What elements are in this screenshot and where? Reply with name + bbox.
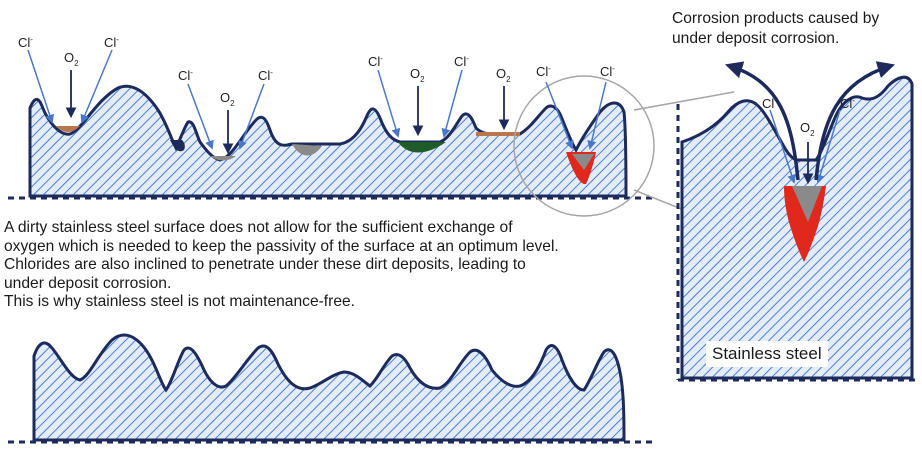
chloride-label: Cl- [762,96,777,111]
dirty-surface-profile [28,84,628,198]
chloride-label: Cl- [258,68,273,83]
deposit-brown-1 [56,126,80,133]
oxygen-label: O2 [220,90,235,108]
oxygen-label: O2 [800,120,815,138]
chloride-label: Cl- [600,64,615,79]
corrosion-product-arrow-right [814,61,896,181]
pit-detail: Cl- O2 Cl- [676,61,918,382]
oxygen-arrows [65,70,510,155]
deposit-brown-2 [476,132,520,136]
clean-surface-profile [32,333,626,442]
clean-steel-surface [8,333,654,444]
caption-line: This is why stainless steel is not maint… [4,293,356,310]
chloride-label: Cl- [18,35,33,50]
oxygen-label: O2 [64,50,79,68]
dirty-steel-surface [8,75,735,231]
chloride-label: Cl- [368,54,383,69]
magnifier-line-top [633,91,735,111]
caption-line: oxygen which is needed to keep the passi… [4,237,559,255]
stainless-steel-label: Stainless steel [706,341,828,367]
corrosion-products-line: under deposit corrosion. [672,30,840,47]
oxygen-label: O2 [410,66,425,84]
ion-arrows [27,49,607,150]
deposit-gray-1 [210,156,236,161]
ion-labels: Cl- O2 Cl- Cl- O2 Cl- Cl- O2 Cl- O2 Cl- … [18,35,615,108]
oxygen-label: O2 [496,66,511,84]
corrosion-products-line: Corrosion products caused by [672,10,880,27]
caption-line: under deposit corrosion. [4,274,172,292]
deposit-green [398,142,446,153]
corrosion-product-arrow-left [725,61,800,181]
chloride-label: Cl- [454,54,469,69]
chloride-label: Cl- [536,64,551,79]
caption-text: A dirty stainless steel surface does not… [4,219,664,312]
deposit-navy [170,140,185,152]
pit-corrosion-large [784,186,826,262]
chloride-label: Cl- [178,68,193,83]
corrosion-products-label: Corrosion products caused by under depos… [672,9,920,49]
chloride-label: Cl- [104,35,119,50]
magnifier-circle [513,75,655,217]
caption-line: Chlorides are also inclined to penetrate… [4,256,526,273]
chloride-label: Cl- [840,96,855,111]
deposit-gray-2 [292,144,322,156]
caption-line: A dirty stainless steel surface does not… [4,219,513,236]
